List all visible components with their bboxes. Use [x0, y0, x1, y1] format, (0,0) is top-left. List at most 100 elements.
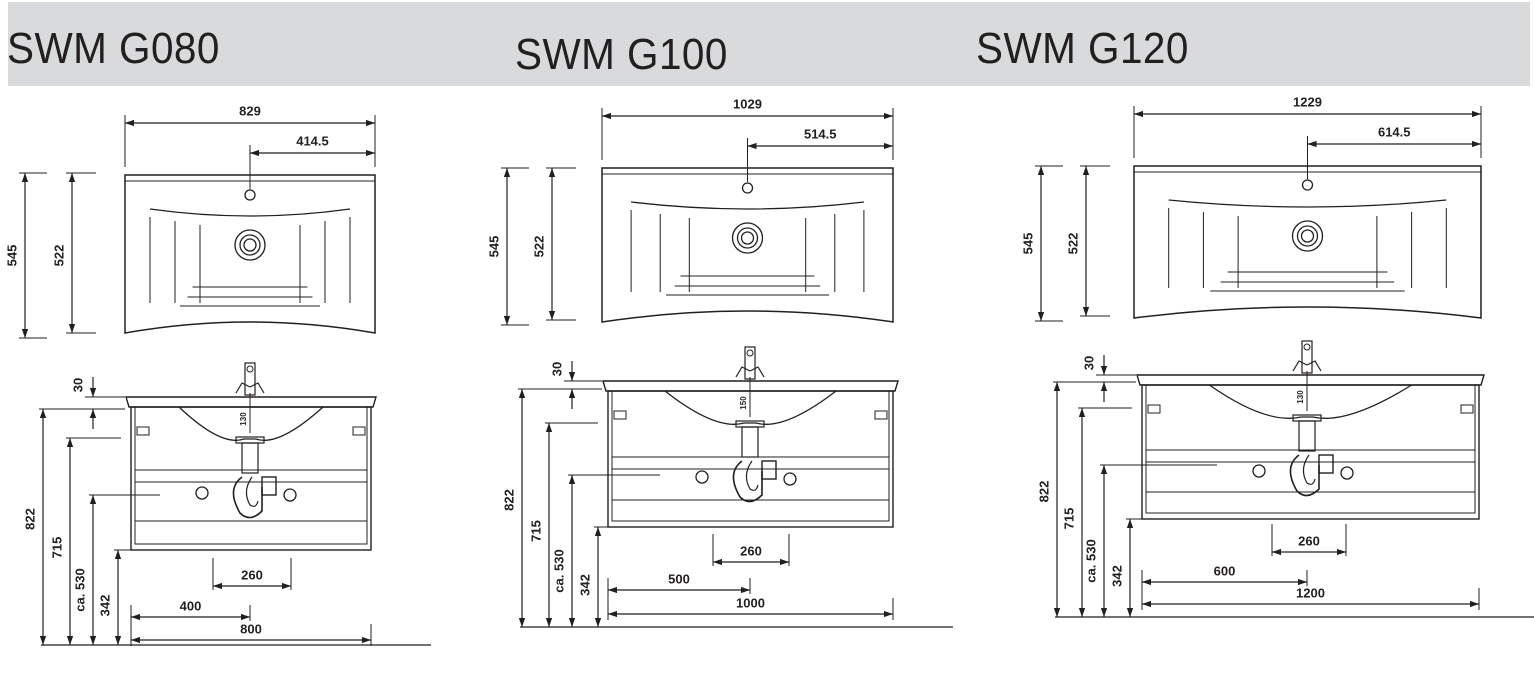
bowl-edge	[1168, 199, 1447, 208]
bracket-right	[874, 410, 888, 420]
trap-inner	[1302, 454, 1316, 485]
label-height-total: 822	[22, 508, 37, 530]
vanity-inner	[1145, 384, 1476, 514]
label-width: 1029	[733, 96, 762, 111]
label-drain-outlet-height: ca. 530	[1083, 539, 1098, 582]
drawer-knob-right	[783, 472, 797, 486]
bowl-edge	[631, 201, 864, 210]
bracket-left	[136, 426, 150, 436]
tap-handle-right	[749, 366, 765, 378]
model-title-g100: SWM G100	[515, 30, 728, 79]
tap-body	[744, 346, 756, 380]
label-depth-basin: 522	[51, 245, 66, 267]
label-unit-width: 1000	[736, 595, 765, 610]
trap-outlet	[261, 476, 277, 496]
bracket-right	[1460, 404, 1474, 414]
tap-hole	[1301, 179, 1314, 191]
tap-body	[1301, 340, 1313, 374]
drain-pipe	[741, 426, 759, 458]
label-trap-width: 260	[241, 567, 263, 582]
trap-siphon	[232, 476, 263, 519]
tap-knob	[1303, 343, 1311, 351]
countertop	[602, 380, 899, 392]
label-depth-basin: 522	[531, 236, 546, 258]
basin-top-outline	[124, 174, 376, 334]
tap-handle-left	[1292, 360, 1308, 372]
label-drain-outlet-height: ca. 530	[551, 549, 566, 592]
trap-inner	[745, 460, 759, 491]
label-height-unit: 715	[49, 537, 64, 559]
basin-top-outline	[601, 167, 894, 323]
trap-siphon	[732, 460, 763, 503]
trap-siphon	[1289, 454, 1320, 497]
header-bar	[8, 2, 1530, 86]
label-depth-total: 545	[4, 245, 19, 267]
label-tap-offset: 614.5	[1378, 124, 1411, 139]
label-unit-width: 1200	[1296, 585, 1325, 600]
label-tap-offset: 514.5	[804, 126, 837, 141]
label-trap-width: 260	[740, 543, 762, 558]
tap-knob	[746, 349, 754, 357]
label-unit-width: 800	[240, 621, 262, 636]
tap-handle-right	[1306, 360, 1322, 372]
bowl-edge	[149, 208, 351, 217]
label-depth-basin: 522	[1065, 233, 1080, 255]
drain-outer	[731, 222, 764, 254]
tap-handle-left	[235, 382, 251, 394]
top-view: 1229 614.5 545 522	[1020, 94, 1482, 322]
countertop	[125, 396, 377, 408]
drain-pipe	[1298, 420, 1316, 452]
drain-inner	[740, 231, 755, 245]
tap-handle-left	[735, 366, 751, 378]
label-centre-offset: 500	[668, 571, 690, 586]
label-centre-offset: 400	[180, 598, 202, 613]
label-depth-total: 545	[1020, 233, 1035, 255]
bracket-left	[613, 410, 627, 420]
tap-knob	[246, 365, 254, 373]
top-view: 1029 514.5 545 522	[486, 96, 894, 326]
label-unit-bottom: 342	[97, 595, 112, 617]
basin-bowl	[1209, 384, 1412, 419]
trap-outlet	[761, 460, 777, 480]
label-trap-width: 260	[1298, 533, 1320, 548]
model-title-g080: SWM G080	[7, 24, 220, 73]
label-width: 1229	[1293, 94, 1322, 109]
label-drain-height: 130	[239, 412, 248, 426]
label-depth-total: 545	[486, 236, 501, 258]
label-height-unit: 715	[1061, 508, 1076, 530]
label-drain-outlet-height: ca. 530	[72, 568, 87, 611]
label-unit-bottom: 342	[577, 574, 592, 596]
drain-outer	[234, 229, 266, 261]
drawer-knob-left	[1252, 464, 1266, 478]
label-centre-offset: 600	[1214, 563, 1236, 578]
drain-inner	[243, 238, 257, 252]
label-top-thickness: 30	[549, 362, 564, 376]
tap-hole	[741, 182, 754, 194]
label-tap-offset: 414.5	[296, 133, 329, 148]
basin-top-outline	[1133, 165, 1482, 319]
bracket-right	[352, 426, 366, 436]
label-top-thickness: 30	[70, 378, 85, 392]
model-title-g120: SWM G120	[976, 24, 1189, 73]
front-view: 130 30 822 715 ca. 530 342 260 400 800	[22, 362, 431, 646]
drain-pipe	[241, 442, 259, 474]
drawer-knob-right	[283, 488, 297, 502]
drawer-knob-left	[195, 486, 209, 500]
tap-hole	[244, 189, 256, 201]
countertop	[1136, 374, 1485, 386]
bracket-left	[1147, 404, 1161, 414]
label-top-thickness: 30	[1081, 356, 1096, 370]
drain-mid	[1296, 225, 1319, 247]
trap-outlet	[1318, 454, 1334, 474]
label-drain-height: 130	[1296, 390, 1305, 404]
tap-body	[244, 362, 256, 396]
basin-bowl	[178, 406, 324, 441]
drain-mid	[736, 227, 759, 249]
